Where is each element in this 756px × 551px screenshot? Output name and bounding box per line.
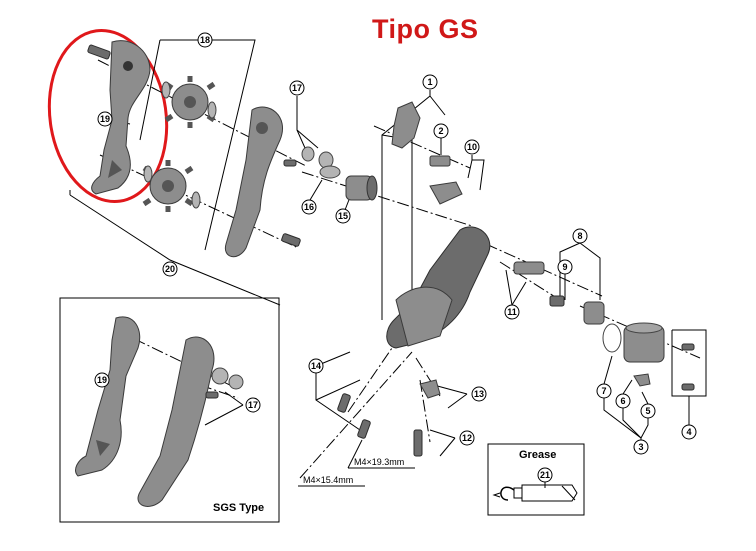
callout-10: 10: [464, 139, 480, 155]
callout-18-label: 18: [200, 35, 210, 45]
lever-5: [633, 373, 651, 387]
screw-4b: [681, 383, 695, 391]
bolt-14a: [337, 393, 351, 413]
o-ring-7: [602, 323, 622, 353]
callout-21-label: 21: [540, 470, 550, 480]
callout-21: 21: [537, 467, 553, 483]
grease-tube-icon: [492, 484, 578, 502]
sgs-inner-plate: [137, 336, 215, 507]
callout-9: 9: [557, 259, 573, 275]
callout-3-label: 3: [638, 442, 643, 452]
callout-17-inset-label: 17: [248, 400, 258, 410]
sgs-washer-b: [228, 374, 244, 390]
adjust-bolt-11: [513, 261, 545, 275]
cage-bolt-top: [87, 44, 111, 60]
callout-6: 6: [615, 393, 631, 409]
callout-12-label: 12: [462, 433, 472, 443]
grease-box: [487, 443, 585, 516]
callout-7: 7: [596, 383, 612, 399]
outer-cage-plate: [91, 40, 151, 195]
callout-14-label: 14: [311, 361, 321, 371]
callout-15-label: 15: [338, 211, 348, 221]
callout-13: 13: [471, 386, 487, 402]
callout-17-label: 17: [292, 83, 302, 93]
cage-spring-16: [319, 165, 341, 179]
main-body: [386, 226, 491, 349]
diagram-title: Tipo GS: [372, 14, 479, 44]
pulley-spacer-2: [143, 165, 153, 183]
callout-20: 20: [162, 261, 178, 277]
callout-4-label: 4: [686, 427, 691, 437]
callout-4: 4: [681, 424, 697, 440]
callout-11: 11: [504, 304, 520, 320]
callout-1: 1: [422, 74, 438, 90]
clutch-unit-7: [623, 322, 665, 363]
callout-15: 15: [335, 208, 351, 224]
callout-10-label: 10: [467, 142, 477, 152]
tension-pulley: [142, 160, 194, 212]
washer-17a: [301, 146, 315, 162]
sgs-screw: [205, 391, 219, 399]
callout-9-label: 9: [562, 262, 567, 272]
dim-m4-15-4: M4×15.4mm: [303, 475, 353, 485]
pulley-spacer: [161, 81, 171, 99]
callout-17: 17: [289, 80, 305, 96]
small-parts-9: [549, 295, 565, 307]
callout-16: 16: [301, 199, 317, 215]
cage-bolt-bottom: [281, 233, 301, 247]
callout-19-label: 19: [100, 114, 110, 124]
callout-17-inset: 17: [245, 397, 261, 413]
callout-19-inset-label: 19: [97, 375, 107, 385]
callout-2: 2: [433, 123, 449, 139]
bolt-14b: [357, 419, 371, 439]
callout-19: 19: [97, 111, 113, 127]
callout-11-label: 11: [507, 307, 517, 317]
callout-12: 12: [459, 430, 475, 446]
callout-1-label: 1: [427, 77, 432, 87]
sgs-washer-a: [211, 367, 229, 385]
callout-19-inset: 19: [94, 372, 110, 388]
b-tension-plate-10: [429, 181, 463, 205]
callout-5: 5: [640, 403, 656, 419]
grease-label: Grease: [519, 449, 556, 461]
callout-8-label: 8: [577, 231, 582, 241]
sgs-type-label: SGS Type: [213, 502, 264, 514]
dim-m4-19-3: M4×19.3mm: [354, 457, 404, 467]
callout-3: 3: [633, 439, 649, 455]
highlight-ellipse: [47, 28, 169, 204]
pulley-spacer-4: [191, 191, 201, 209]
callout-14: 14: [308, 358, 324, 374]
callout-5-label: 5: [645, 406, 650, 416]
callout-16-label: 16: [304, 202, 314, 212]
pulley-spacer-3: [207, 101, 217, 119]
cable-fix-13: [419, 379, 441, 399]
callout-18: 18: [197, 32, 213, 48]
callout-13-label: 13: [474, 389, 484, 399]
bolt-12: [413, 429, 423, 457]
stabilizer-8: [583, 301, 605, 325]
dim-m4-19-3-tick: [347, 439, 363, 469]
sgs-inset-box: [59, 297, 280, 523]
callout-8: 8: [572, 228, 588, 244]
b-tension-screw-2: [429, 155, 451, 167]
screw-4a: [681, 343, 695, 351]
bracket-axle-1: [391, 101, 421, 149]
inner-cage-plate: [224, 106, 283, 258]
callout-7-label: 7: [601, 386, 606, 396]
callout-2-label: 2: [438, 126, 443, 136]
p-axle-unit-15: [345, 175, 378, 201]
guide-pulley: [164, 76, 216, 128]
sgs-outer-plate: [75, 316, 141, 477]
callout-20-label: 20: [165, 264, 175, 274]
cage-screw-small: [283, 159, 297, 167]
callout-6-label: 6: [620, 396, 625, 406]
